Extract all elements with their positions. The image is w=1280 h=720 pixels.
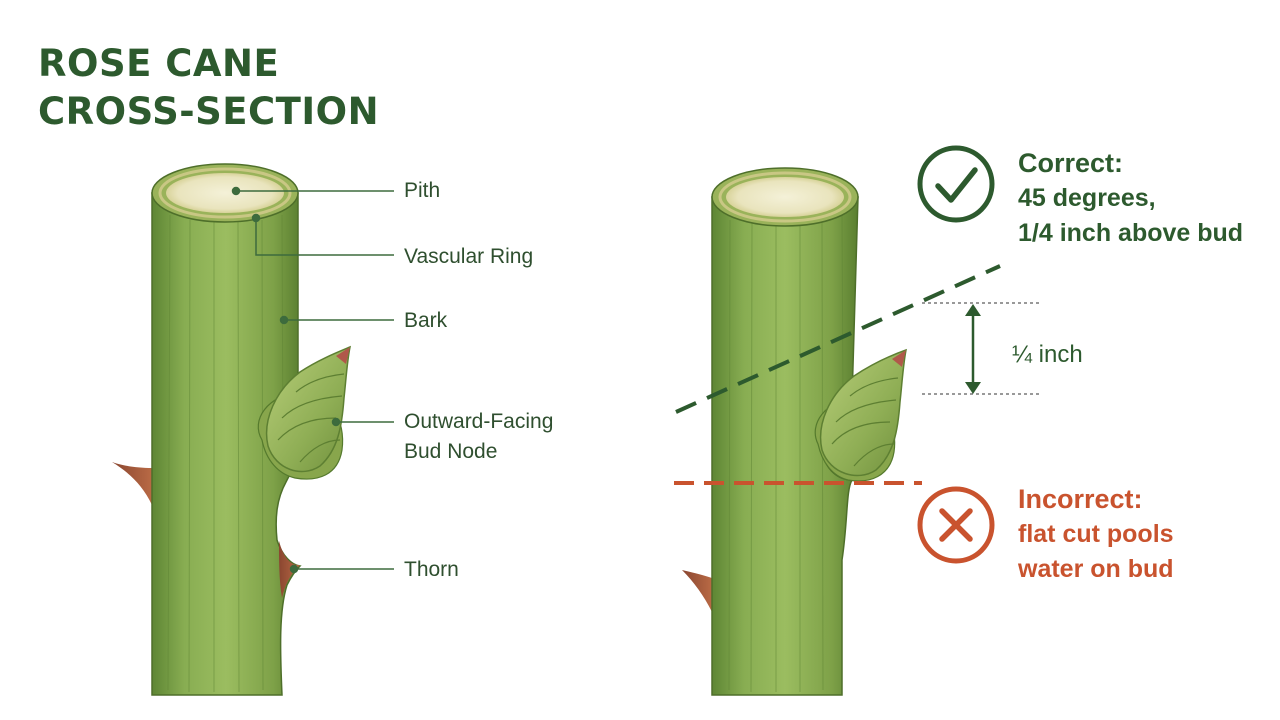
label-bud-line-2: Bud Node	[404, 437, 553, 467]
correct-line-2: 1/4 inch above bud	[1018, 216, 1243, 251]
right-cane-illustration	[682, 168, 906, 695]
incorrect-line-1: flat cut pools	[1018, 517, 1174, 552]
title-line-2: CROSS-SECTION	[38, 88, 379, 136]
right-thorn-back	[682, 570, 712, 612]
correct-heading: Correct:	[1018, 146, 1243, 181]
right-pith	[726, 177, 844, 217]
label-bark: Bark	[404, 306, 447, 336]
check-circle-icon	[920, 148, 992, 220]
title-line-1: ROSE CANE	[38, 40, 379, 88]
label-thorn: Thorn	[404, 555, 459, 585]
correct-note: Correct: 45 degrees, 1/4 inch above bud	[1018, 146, 1243, 251]
label-pith: Pith	[404, 176, 440, 206]
left-thorn-back	[112, 462, 152, 505]
incorrect-heading: Incorrect:	[1018, 482, 1174, 517]
incorrect-line-2: water on bud	[1018, 552, 1174, 587]
left-cane-illustration	[112, 164, 350, 695]
label-bud-node: Outward-Facing Bud Node	[404, 407, 553, 467]
incorrect-note: Incorrect: flat cut pools water on bud	[1018, 482, 1174, 587]
page-title: ROSE CANE CROSS-SECTION	[38, 40, 379, 136]
label-vascular-ring: Vascular Ring	[404, 242, 533, 272]
left-pith	[166, 173, 284, 213]
label-bud-line-1: Outward-Facing	[404, 407, 553, 437]
x-circle-icon	[920, 489, 992, 561]
measurement-label: ¼ inch	[1012, 340, 1083, 370]
measurement-arrow	[965, 304, 981, 394]
correct-line-1: 45 degrees,	[1018, 181, 1243, 216]
